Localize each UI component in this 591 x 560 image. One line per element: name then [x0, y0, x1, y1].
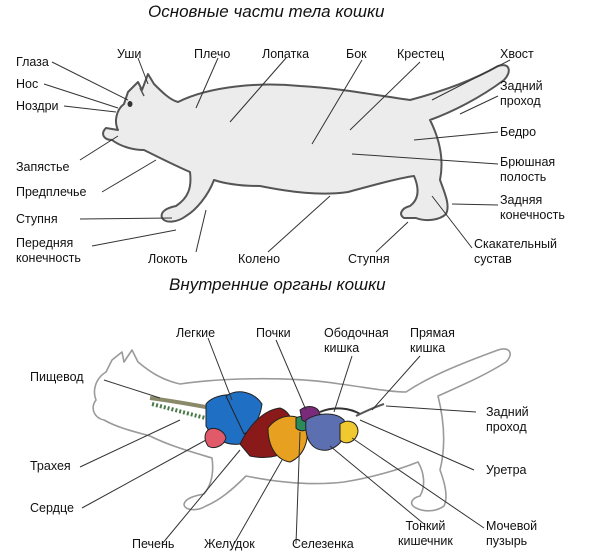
label-anus-line2: проход	[500, 94, 541, 108]
label-small-int-line1: Тонкий	[405, 519, 446, 533]
label-paw-hind: Ступня	[348, 252, 390, 266]
label-esophagus: Пищевод	[30, 370, 84, 384]
label-stomach: Желудок	[204, 537, 255, 551]
small-intestine-organ	[305, 413, 346, 451]
label-kidneys: Почки	[256, 326, 291, 340]
label-elbow: Локоть	[148, 252, 188, 266]
label-eyes: Глаза	[16, 55, 49, 69]
label-forearm: Предплечье	[16, 185, 87, 199]
label-colon-line1: Ободочная	[324, 326, 389, 340]
external-title: Основные части тела кошки	[148, 2, 385, 21]
internal-title: Внутренние органы кошки	[169, 275, 386, 294]
label-shoulder-blade: Лопатка	[262, 47, 310, 61]
label-abdomen-line1: Брюшная	[500, 155, 556, 169]
label-nose: Нос	[16, 77, 39, 91]
label-colon-line2: кишка	[324, 341, 360, 355]
ear-detail	[139, 87, 145, 97]
label-rectum: Прямая кишка	[410, 326, 455, 356]
cat-body-outline	[102, 64, 510, 223]
label-small-int-line2: кишечник	[398, 534, 453, 548]
label-nostrils: Ноздри	[16, 99, 59, 113]
internal-pointer-lines	[79, 337, 485, 545]
label-anus-line1: Задний	[500, 79, 543, 93]
label-hind-limb: Задняя конечность	[500, 193, 565, 223]
label-anus-external: Задний проход	[500, 79, 543, 109]
label-colon: Ободочная кишка	[324, 326, 389, 356]
label-anus-internal: Задний проход	[486, 405, 529, 435]
label-hock-line2: сустав	[474, 252, 512, 266]
label-anus-internal-line1: Задний	[486, 405, 529, 419]
internal-cat-outline	[92, 348, 511, 512]
label-liver: Печень	[132, 537, 175, 551]
label-sacrum: Крестец	[397, 47, 445, 61]
label-small-intestine: Тонкий кишечник	[398, 519, 453, 549]
label-bladder-line1: Мочевой	[486, 519, 538, 533]
label-shoulder: Плечо	[194, 47, 231, 61]
label-thigh: Бедро	[500, 125, 537, 139]
label-bladder-line2: пузырь	[486, 534, 528, 548]
rectum-organ	[355, 403, 385, 417]
external-pointer-lines	[43, 57, 511, 253]
label-hock: Скакательный сустав	[474, 237, 557, 267]
label-rectum-line1: Прямая	[410, 326, 455, 340]
colon-organ	[319, 407, 361, 415]
label-front-limb-line1: Передняя	[16, 236, 74, 250]
label-front-limb-line2: конечность	[16, 251, 81, 265]
heart-organ	[204, 427, 227, 449]
label-hind-limb-line1: Задняя	[500, 193, 543, 207]
label-heart: Сердце	[30, 501, 74, 515]
label-hock-line1: Скакательный	[474, 237, 557, 251]
label-abdomen: Брюшная полость	[500, 155, 555, 185]
label-urethra: Уретра	[486, 463, 527, 477]
label-trachea: Трахея	[30, 459, 71, 473]
bladder-organ	[339, 420, 359, 444]
label-paw-front: Ступня	[16, 212, 58, 226]
label-anus-internal-line2: проход	[486, 420, 527, 434]
label-flank: Бок	[346, 47, 367, 61]
label-hind-limb-line2: конечность	[500, 208, 565, 222]
label-bladder: Мочевой пузырь	[486, 519, 537, 549]
label-front-limb: Передняя конечность	[16, 236, 81, 266]
label-knee: Колено	[238, 252, 281, 266]
label-lungs: Легкие	[176, 326, 216, 340]
label-abdomen-line2: полость	[500, 170, 547, 184]
label-tail: Хвост	[500, 47, 534, 61]
label-rectum-line2: кишка	[410, 341, 446, 355]
label-wrist: Запястье	[16, 160, 70, 174]
label-spleen: Селезенка	[292, 537, 354, 551]
cat-eye	[127, 101, 133, 107]
label-ears: Уши	[117, 47, 142, 61]
